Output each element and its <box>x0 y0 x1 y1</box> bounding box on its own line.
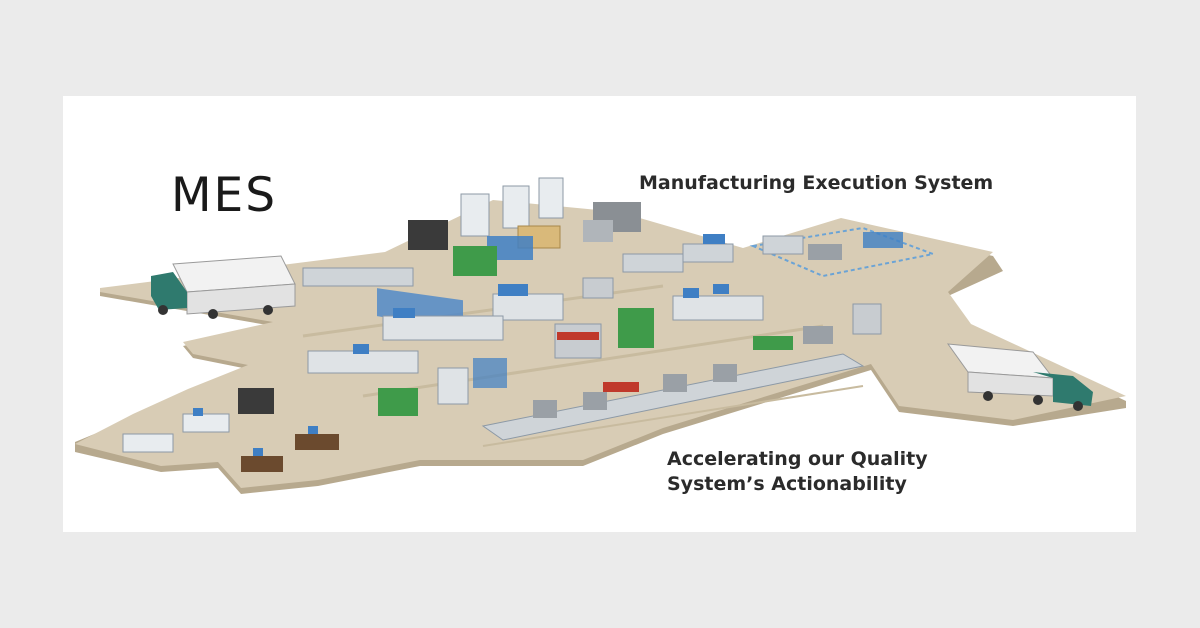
tagline: Accelerating our Quality System’s Action… <box>667 447 928 497</box>
inbound-truck <box>151 255 296 319</box>
headline: Manufacturing Execution System <box>639 172 994 194</box>
hero-card: MES Manufacturing Execution System Accel… <box>63 96 1136 532</box>
outbound-truck <box>946 343 1093 411</box>
production-line <box>481 303 882 441</box>
factory-floor-illustration <box>75 177 1126 494</box>
tagline-line-2: System’s Actionability <box>667 473 907 495</box>
page-title: MES <box>171 168 278 223</box>
quality-area <box>749 226 937 278</box>
office-desks <box>122 388 339 472</box>
tagline-line-1: Accelerating our Quality <box>667 448 928 470</box>
assembly-stations <box>302 234 764 416</box>
